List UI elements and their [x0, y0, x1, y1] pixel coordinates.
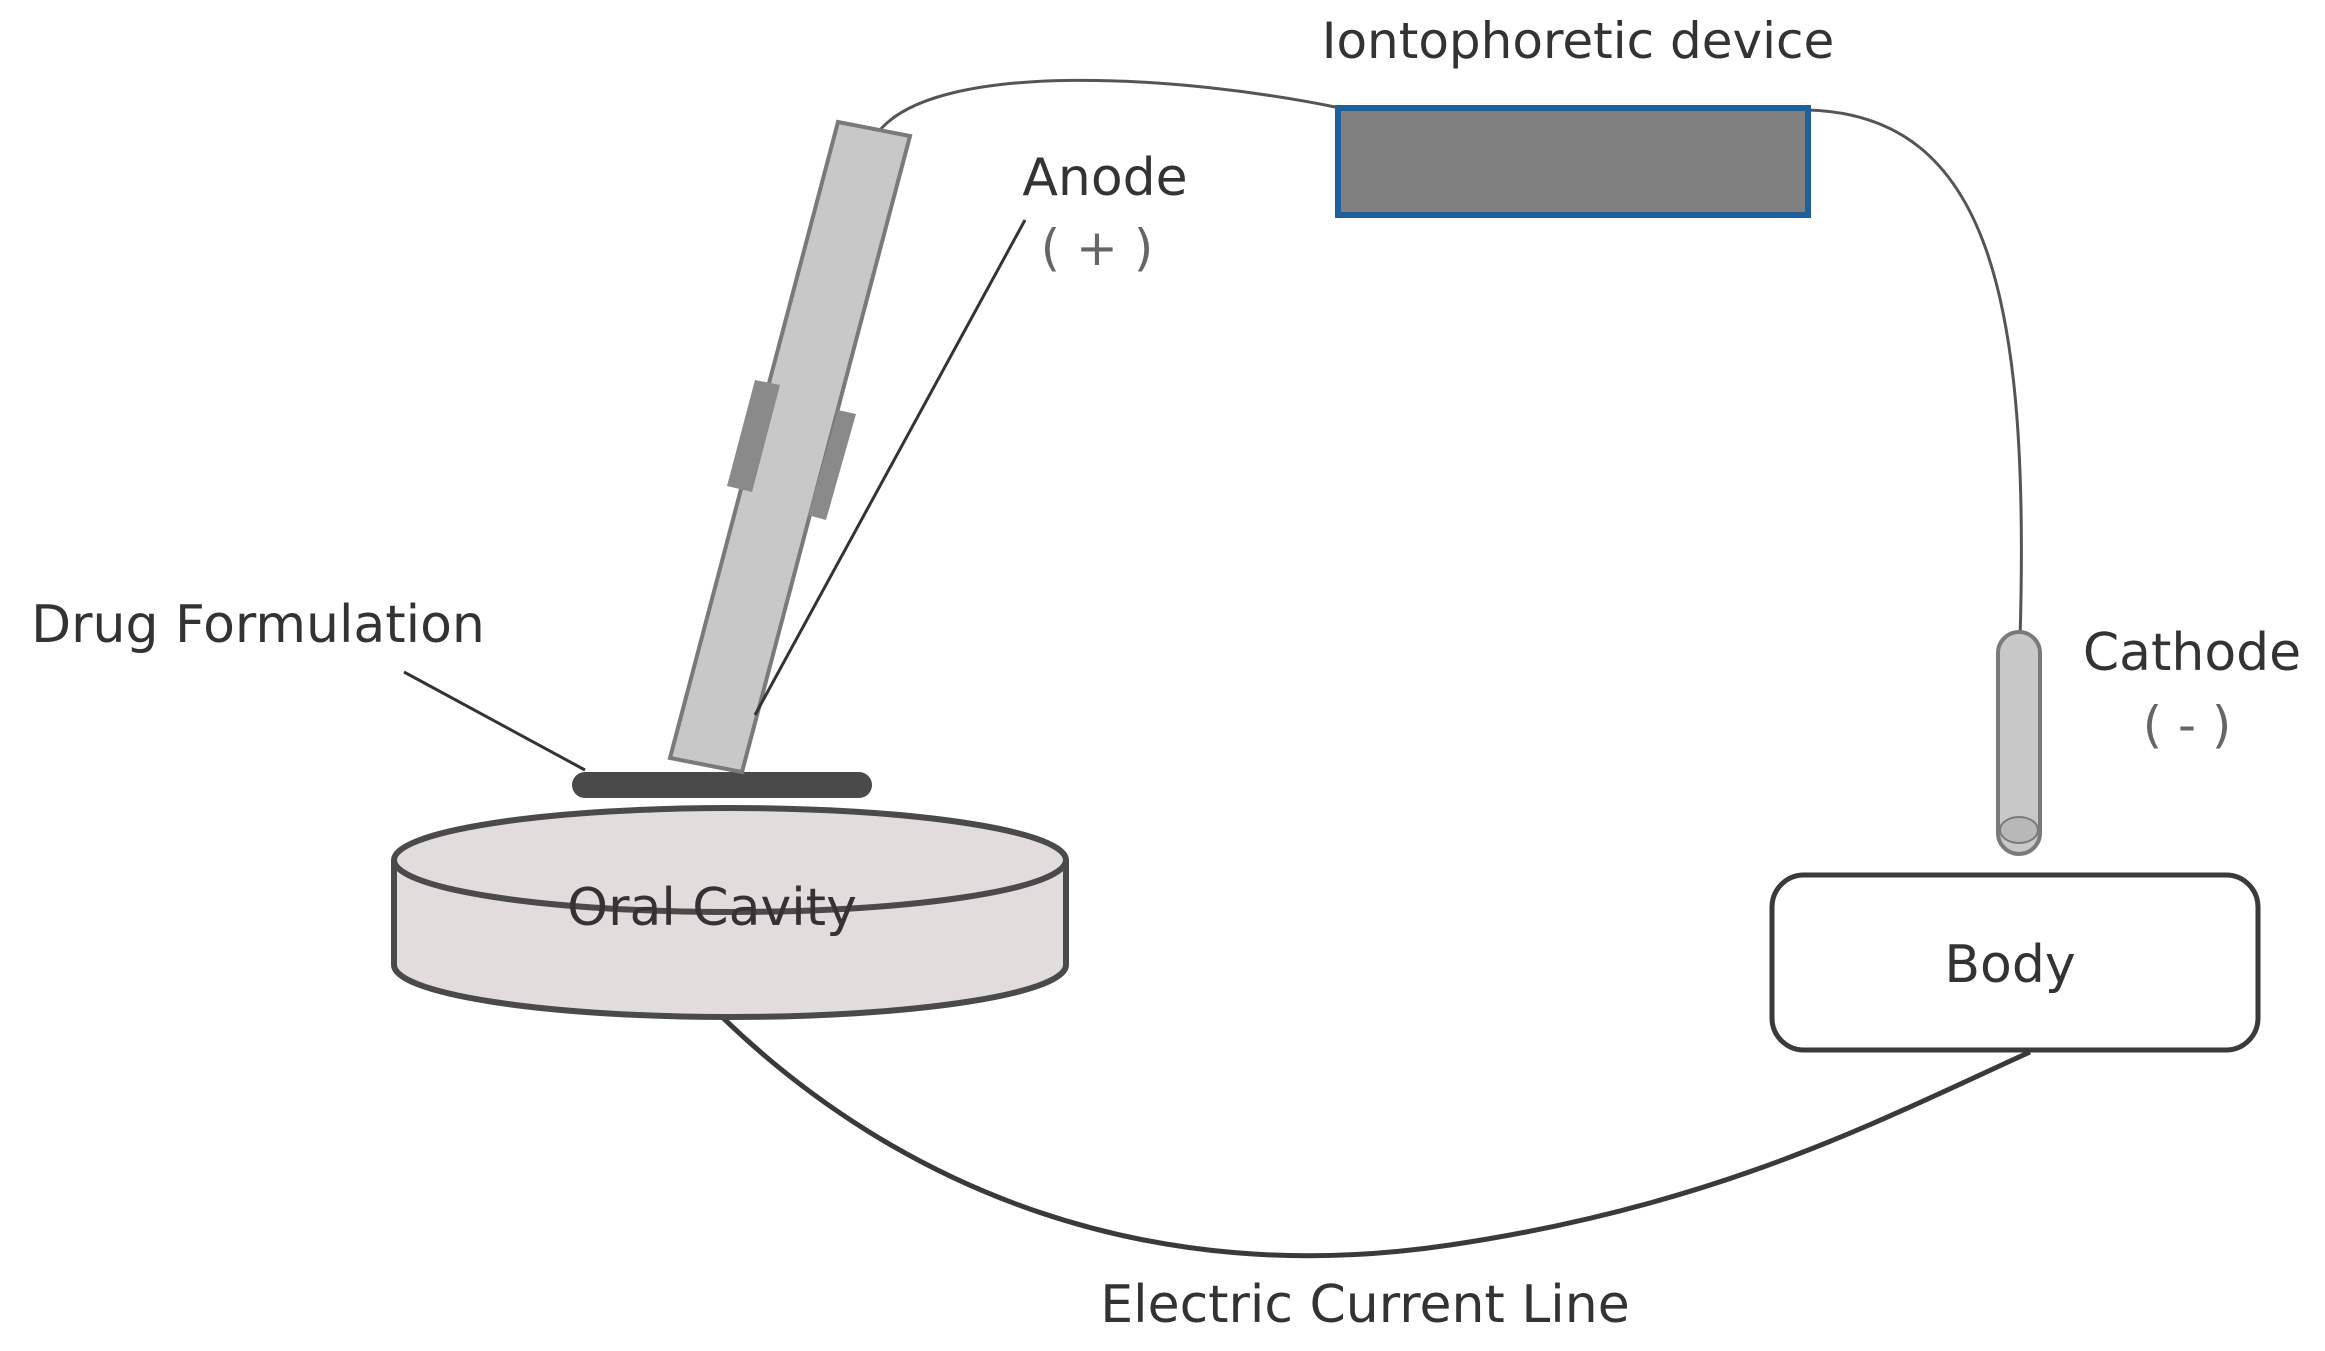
iontophoretic-device-box — [1335, 105, 1811, 218]
anode-pointer — [753, 219, 1027, 716]
anode-electrode — [667, 119, 913, 775]
drug-formulation-pad — [572, 772, 872, 798]
anode-sign-label: ( + ) — [1041, 219, 1154, 277]
iontophoretic-device-label: Iontophoretic device — [1322, 12, 1835, 70]
electric-current-line-label: Electric Current Line — [1100, 1275, 1629, 1335]
drug-formulation-pointer — [403, 670, 586, 772]
cathode-label: Cathode — [2083, 623, 2301, 683]
anode-wire — [878, 78, 1341, 131]
oral-cavity-shape — [391, 805, 1069, 1020]
body-box — [1769, 872, 2261, 1053]
oral-cavity-label: Oral Cavity — [567, 878, 857, 938]
body-label: Body — [1944, 935, 2075, 995]
cathode-sign-label: ( - ) — [2143, 696, 2232, 754]
anode-label: Anode — [1022, 148, 1187, 208]
drug-formulation-label: Drug Formulation — [31, 595, 485, 655]
cathode-electrode — [1996, 630, 2042, 856]
electric-current-line — [718, 1013, 2032, 1259]
cathode-wire — [1807, 108, 2023, 641]
